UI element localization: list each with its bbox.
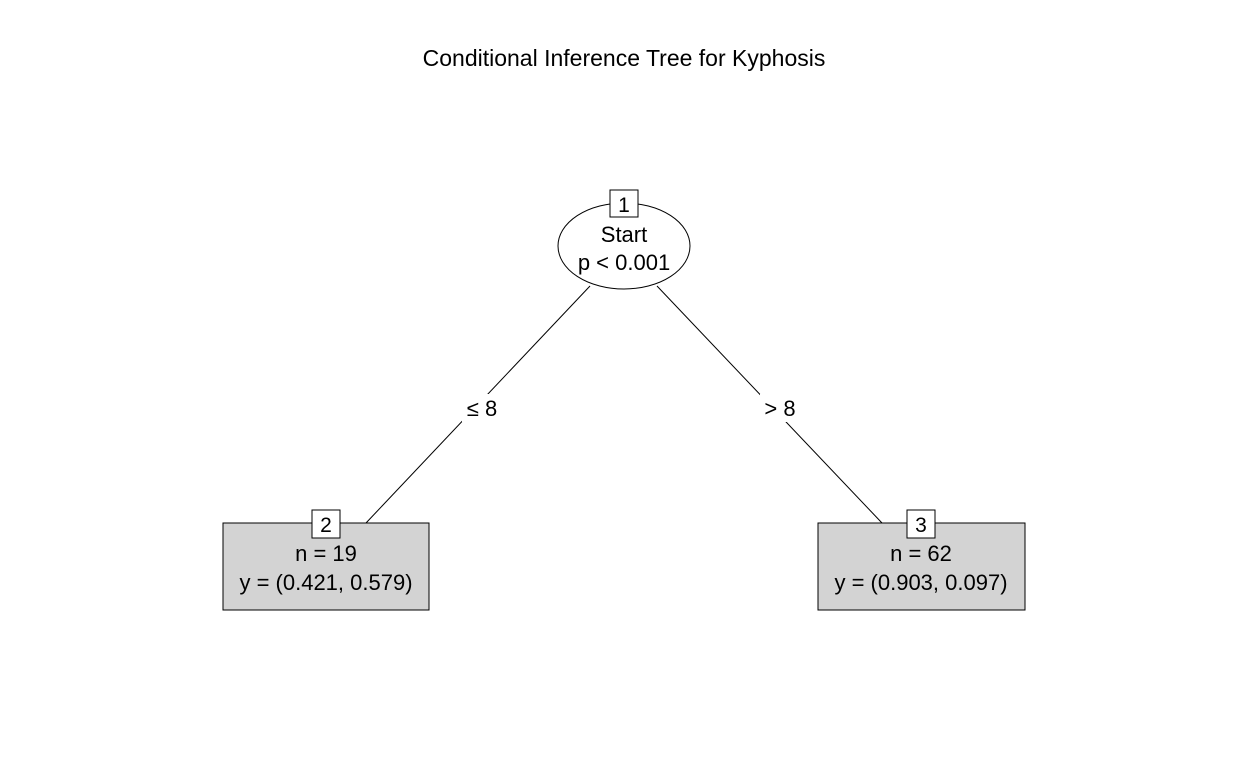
inner-node-id: 1 [618,194,630,217]
leaf-node-3-id-box [906,509,936,539]
inner-node-variable: Start [601,222,647,247]
edge-right-label-bg [760,394,800,422]
leaf-node-2-id-box [311,509,341,539]
leaf-node-3-id: 3 [915,514,927,537]
leaf-node-2-n: n = 19 [295,541,357,566]
leaf-node-2-y: y = (0.421, 0.579) [239,570,412,595]
edge-left-label: ≤ 8 [467,396,497,421]
leaf-node-2-id: 2 [320,514,332,537]
inner-node-id-box [609,189,639,218]
edge-left-label-bg [462,394,502,422]
edge-right-label: > 8 [764,396,795,421]
inner-node-pvalue: p < 0.001 [578,250,670,275]
leaf-node-3-n: n = 62 [890,541,952,566]
diagram-title: Conditional Inference Tree for Kyphosis [423,45,826,71]
leaf-node-3-y: y = (0.903, 0.097) [834,570,1007,595]
